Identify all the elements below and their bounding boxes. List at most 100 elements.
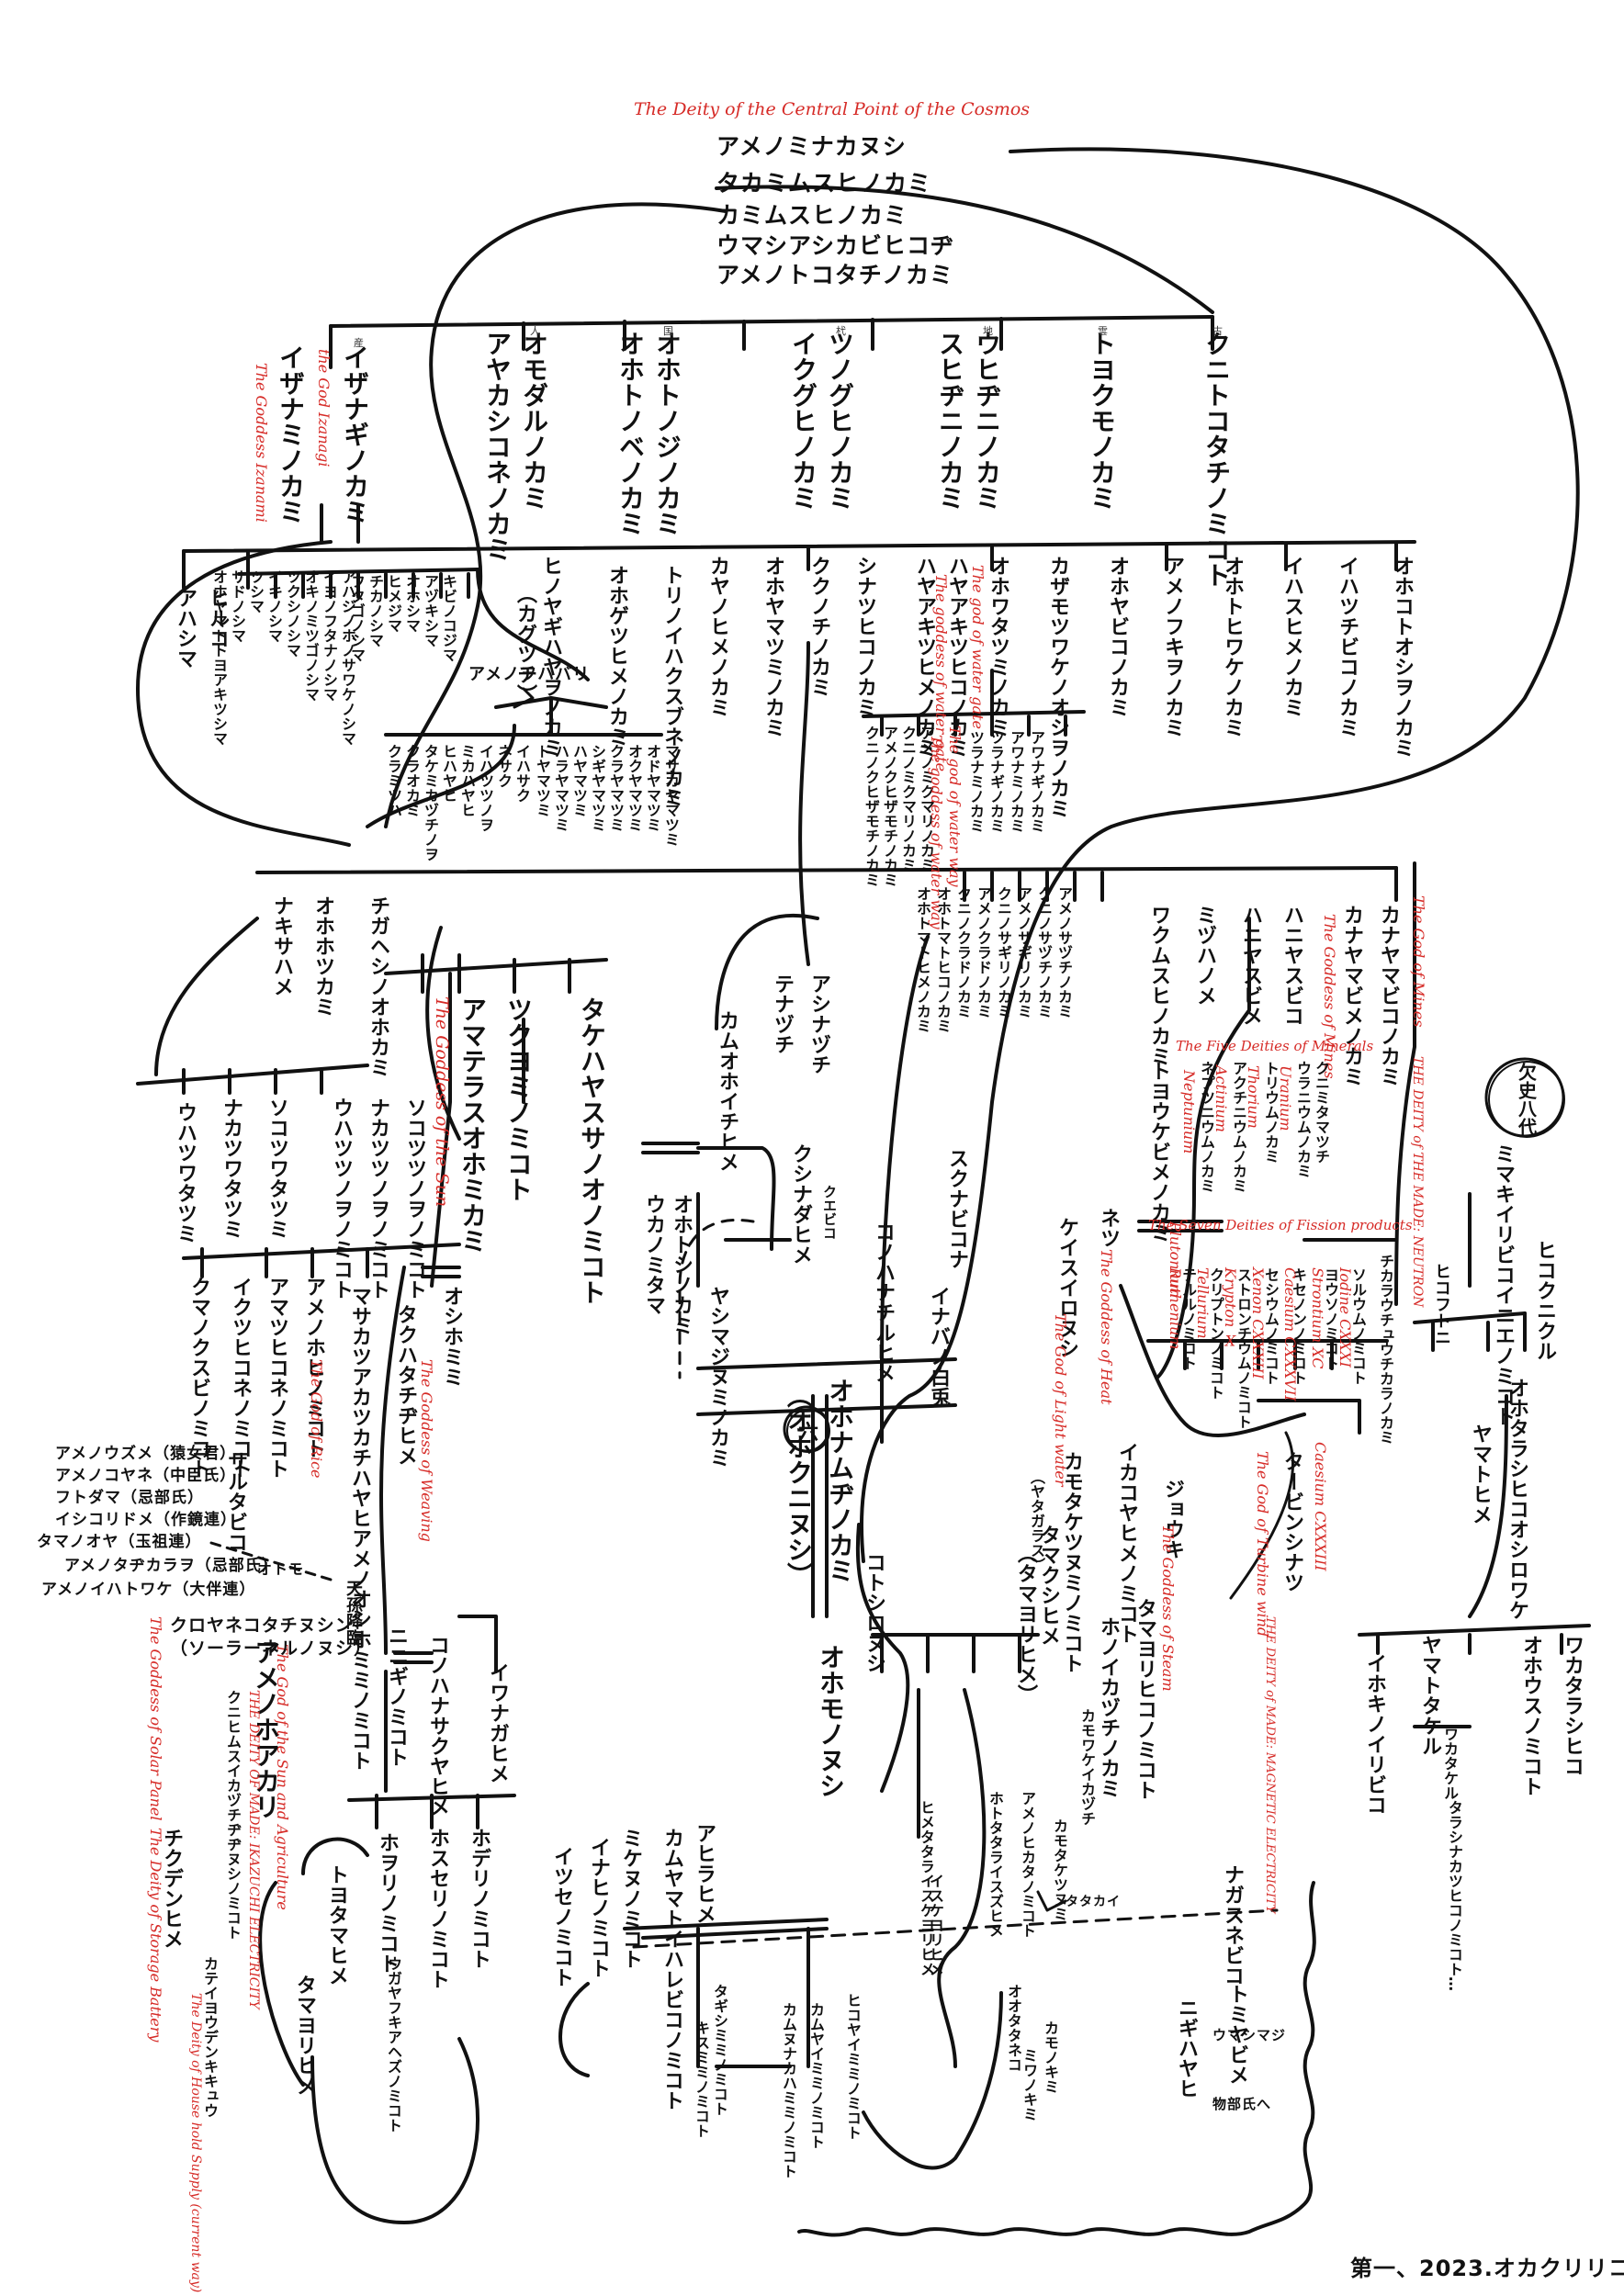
cesium-red: Caesium CXXXIII [1312, 1442, 1329, 1571]
jimmu: カムヤマトイハレビコノミコト [660, 1828, 683, 2110]
god-ohoyamatsumi: オホヤマツミノカミ [761, 556, 784, 737]
otomo-label: オトモ [257, 1560, 305, 1578]
fission-iodine: Iodine CXXXI [1336, 1267, 1354, 1367]
tamayorihiko: タマヨリヒコノミコト [1133, 1598, 1156, 1800]
solar-red: The Goddess of Solar Panel [147, 1616, 164, 1821]
island-5: ツシマ [247, 569, 265, 613]
tenson-sarutabiko: サルタビコ [224, 1451, 247, 1552]
amatsuhikone: アマツヒコネノミコト [265, 1277, 288, 1479]
god-ukanomitama: ウカノミタマ [642, 1194, 665, 1315]
island-13: フタゴノシマ [348, 574, 366, 662]
kagu-kid-13: タケミカヅチノヲ [422, 744, 439, 861]
god-shinatsuhiko: シナツヒコノカミ [853, 556, 876, 717]
god-kuebiko: クエビコ [821, 1185, 838, 1240]
island-9: アヅキシマ [422, 574, 439, 647]
fission-god-6: テルルノミコト [1179, 1267, 1197, 1370]
isukeyorihime: イスケヨリヒメ [927, 1874, 944, 1976]
god-inaba: イナバノ白兎 [927, 1286, 950, 1407]
okuninushi: オホナムヂノカミ [825, 1378, 855, 1583]
tenson-ishikoridome: イシコリドメ（作鏡連） [55, 1511, 237, 1529]
fission-krypton: Krypton Ⅹ [1222, 1267, 1239, 1350]
ne-heat-red: The Goddess of Heat [1098, 1249, 1115, 1405]
honoikazuchi: ホノイカヅチノカミ [1097, 1616, 1120, 1798]
susanoo: タケハヤスサノオノミコト [577, 996, 607, 1305]
amenohohi: アメノホヒノミコト [302, 1277, 325, 1458]
land-god-3: クニノサギリノカミ [995, 886, 1012, 1019]
fission-xenon: Xenon CXXXIII [1249, 1267, 1267, 1379]
god-chigaeshi: チガヘシノオホカミ [367, 895, 389, 1077]
tagishimimi: タギシミミノミコト [711, 1984, 728, 2116]
hoakari-solar-paren: （ソーラーネルノヌシ） [170, 1638, 373, 1659]
mineral-thorium: Thorium [1245, 1065, 1262, 1129]
iwanagahime: イワナガヒメ [486, 1662, 509, 1784]
tsuku-kid-1: ナカツワタツミ [220, 1097, 242, 1239]
island-7: オホヤマトトヨアキツシマ [210, 569, 228, 746]
god-kamuohoichihime: カムオホイチヒメ [716, 1010, 739, 1172]
yamatotakeru: ヤマトタケル [1418, 1635, 1441, 1756]
water-gate-red: The god of water gate [969, 565, 987, 729]
kumanokusubi: クマノクスビノミコト [187, 1277, 210, 1479]
god-hinoyagihayawo: ヒノヤギハヤヲノカミ [539, 556, 562, 758]
deity-takamimusuhi: タカミムスヒノカミ [716, 170, 932, 197]
izanami-red: The Goddess Izanami [253, 363, 270, 523]
god-ohotoshi: オホトシノカミ [670, 1194, 693, 1335]
tenson-tamanoya: タマノオヤ（玉祖連） [37, 1533, 202, 1551]
signature: 第一、2023.オカクリリコ [1350, 2256, 1624, 2281]
mineral-god-0: クニミタマツチ [1313, 1061, 1330, 1164]
ikazuchi-red: THE DEITY OF MADE: IKAZUCHI ELECTRICITY [246, 1690, 261, 2009]
kagu-kid-6: ハラヤマツミ [552, 744, 570, 832]
island-12: チカノシマ [367, 574, 384, 647]
water-god-0: アワナギノカミ [1028, 730, 1045, 833]
hosuseri: ホスセリノミコト [426, 1828, 449, 1989]
kagu-kid-15: クラミツハ [385, 744, 402, 817]
mikenu: ミケヌノミコト [619, 1828, 642, 1969]
water-god-5: クニノミクマリノカミ [899, 726, 917, 872]
land-god-6: オホトマトヒコノカミ [934, 886, 952, 1033]
tamayorihime-paren: （タマヨリヒメ） [1014, 1543, 1037, 1705]
gen-mark-0: 古 [1212, 325, 1223, 337]
amaterasu-red: The Goddess of the Sun [432, 996, 452, 1208]
god-mizuhanome: ミヅハノメ [1193, 905, 1216, 1006]
yamatohime: ヤマトヒメ [1469, 1424, 1492, 1525]
gen-mark-2: 地 [983, 325, 993, 337]
deity-ayakashikone: アヤカシコネノカミ [482, 331, 513, 562]
konohanasakuya: コノハナサクヤヒメ [426, 1635, 449, 1817]
ugaya: ウガヤフキアヘズノミコト [385, 1956, 402, 2133]
hikofutoni: ヒコフトニ [1432, 1263, 1451, 1345]
kagu-kid-0: マサカヤマツミ [662, 744, 680, 847]
deity-amenominakanushi: アメノミナカヌシ [716, 133, 907, 160]
god-konohanachiru: コノハナチルヒメ [872, 1221, 895, 1383]
izanagi-red: the God Izanagi [315, 349, 333, 467]
island-11: ヒメジマ [385, 574, 402, 633]
water-gate-red-2: The goddess of water gate [932, 574, 950, 772]
ne-lightwater-red: The God of Light water [1052, 1313, 1069, 1487]
deity-kuninotokotachi: クニトコタチノミコト [1201, 331, 1232, 588]
fission-god-1: セシウムノミコト [1262, 1267, 1280, 1385]
amenohikata: アメノヒカタノミコト [1019, 1791, 1036, 1938]
ketsushi-circle: 欠史八代 [1488, 1061, 1565, 1138]
god-kukunochi: ククノチノカミ [807, 556, 830, 697]
kamotaketsunumi-child: カモタケツヌミ [1051, 1818, 1068, 1921]
island-1: イヨノフタナノシマ [321, 569, 338, 702]
god-yashimajinumi: ヤシマジヌミノカミ [706, 1286, 729, 1468]
kagu-kid-8: イハサク [513, 744, 531, 803]
tsuku-kid-4: ナカツツノヲノミコト [367, 1097, 389, 1300]
island-3: ツクシノシマ [284, 569, 301, 658]
island-awashima: アハシマ [174, 588, 197, 669]
god-wakumusuhi: ワクムスヒノカミ [1147, 905, 1170, 1066]
yatagarasu-paren: （ヤタガラス） [1028, 1469, 1045, 1572]
miwanokimi: ミワノキミ [1021, 2048, 1038, 2122]
fission-god-7: チカラウチュウチカラノカミ [1377, 1254, 1394, 1445]
fission-god-3: ストロンチウムノミコト [1235, 1267, 1252, 1429]
god-kushinadahime: クシナダヒメ [789, 1143, 812, 1265]
umashimaji: ウマシマジ [1212, 2027, 1287, 2043]
hikoyaimimi: ヒコヤイミミノミコト [844, 1993, 862, 2140]
amaterasu: アマテラスオホミカミ [457, 996, 488, 1254]
ikutsuhikone: イクツヒコネノミコト [229, 1277, 252, 1479]
deity-suhijini: スヒヂニノカミ [935, 331, 965, 511]
weaving-red: The Goddess of Weaving [418, 1359, 435, 1542]
kagu-kid-12: ヒハヤヒ [440, 744, 457, 803]
wakatakeru: ワカタケル [1441, 1727, 1459, 1800]
ne-keisui: ケイスイロヌシ [1055, 1217, 1078, 1358]
deity-ohotonobe: オホトノベノカミ [615, 331, 646, 536]
